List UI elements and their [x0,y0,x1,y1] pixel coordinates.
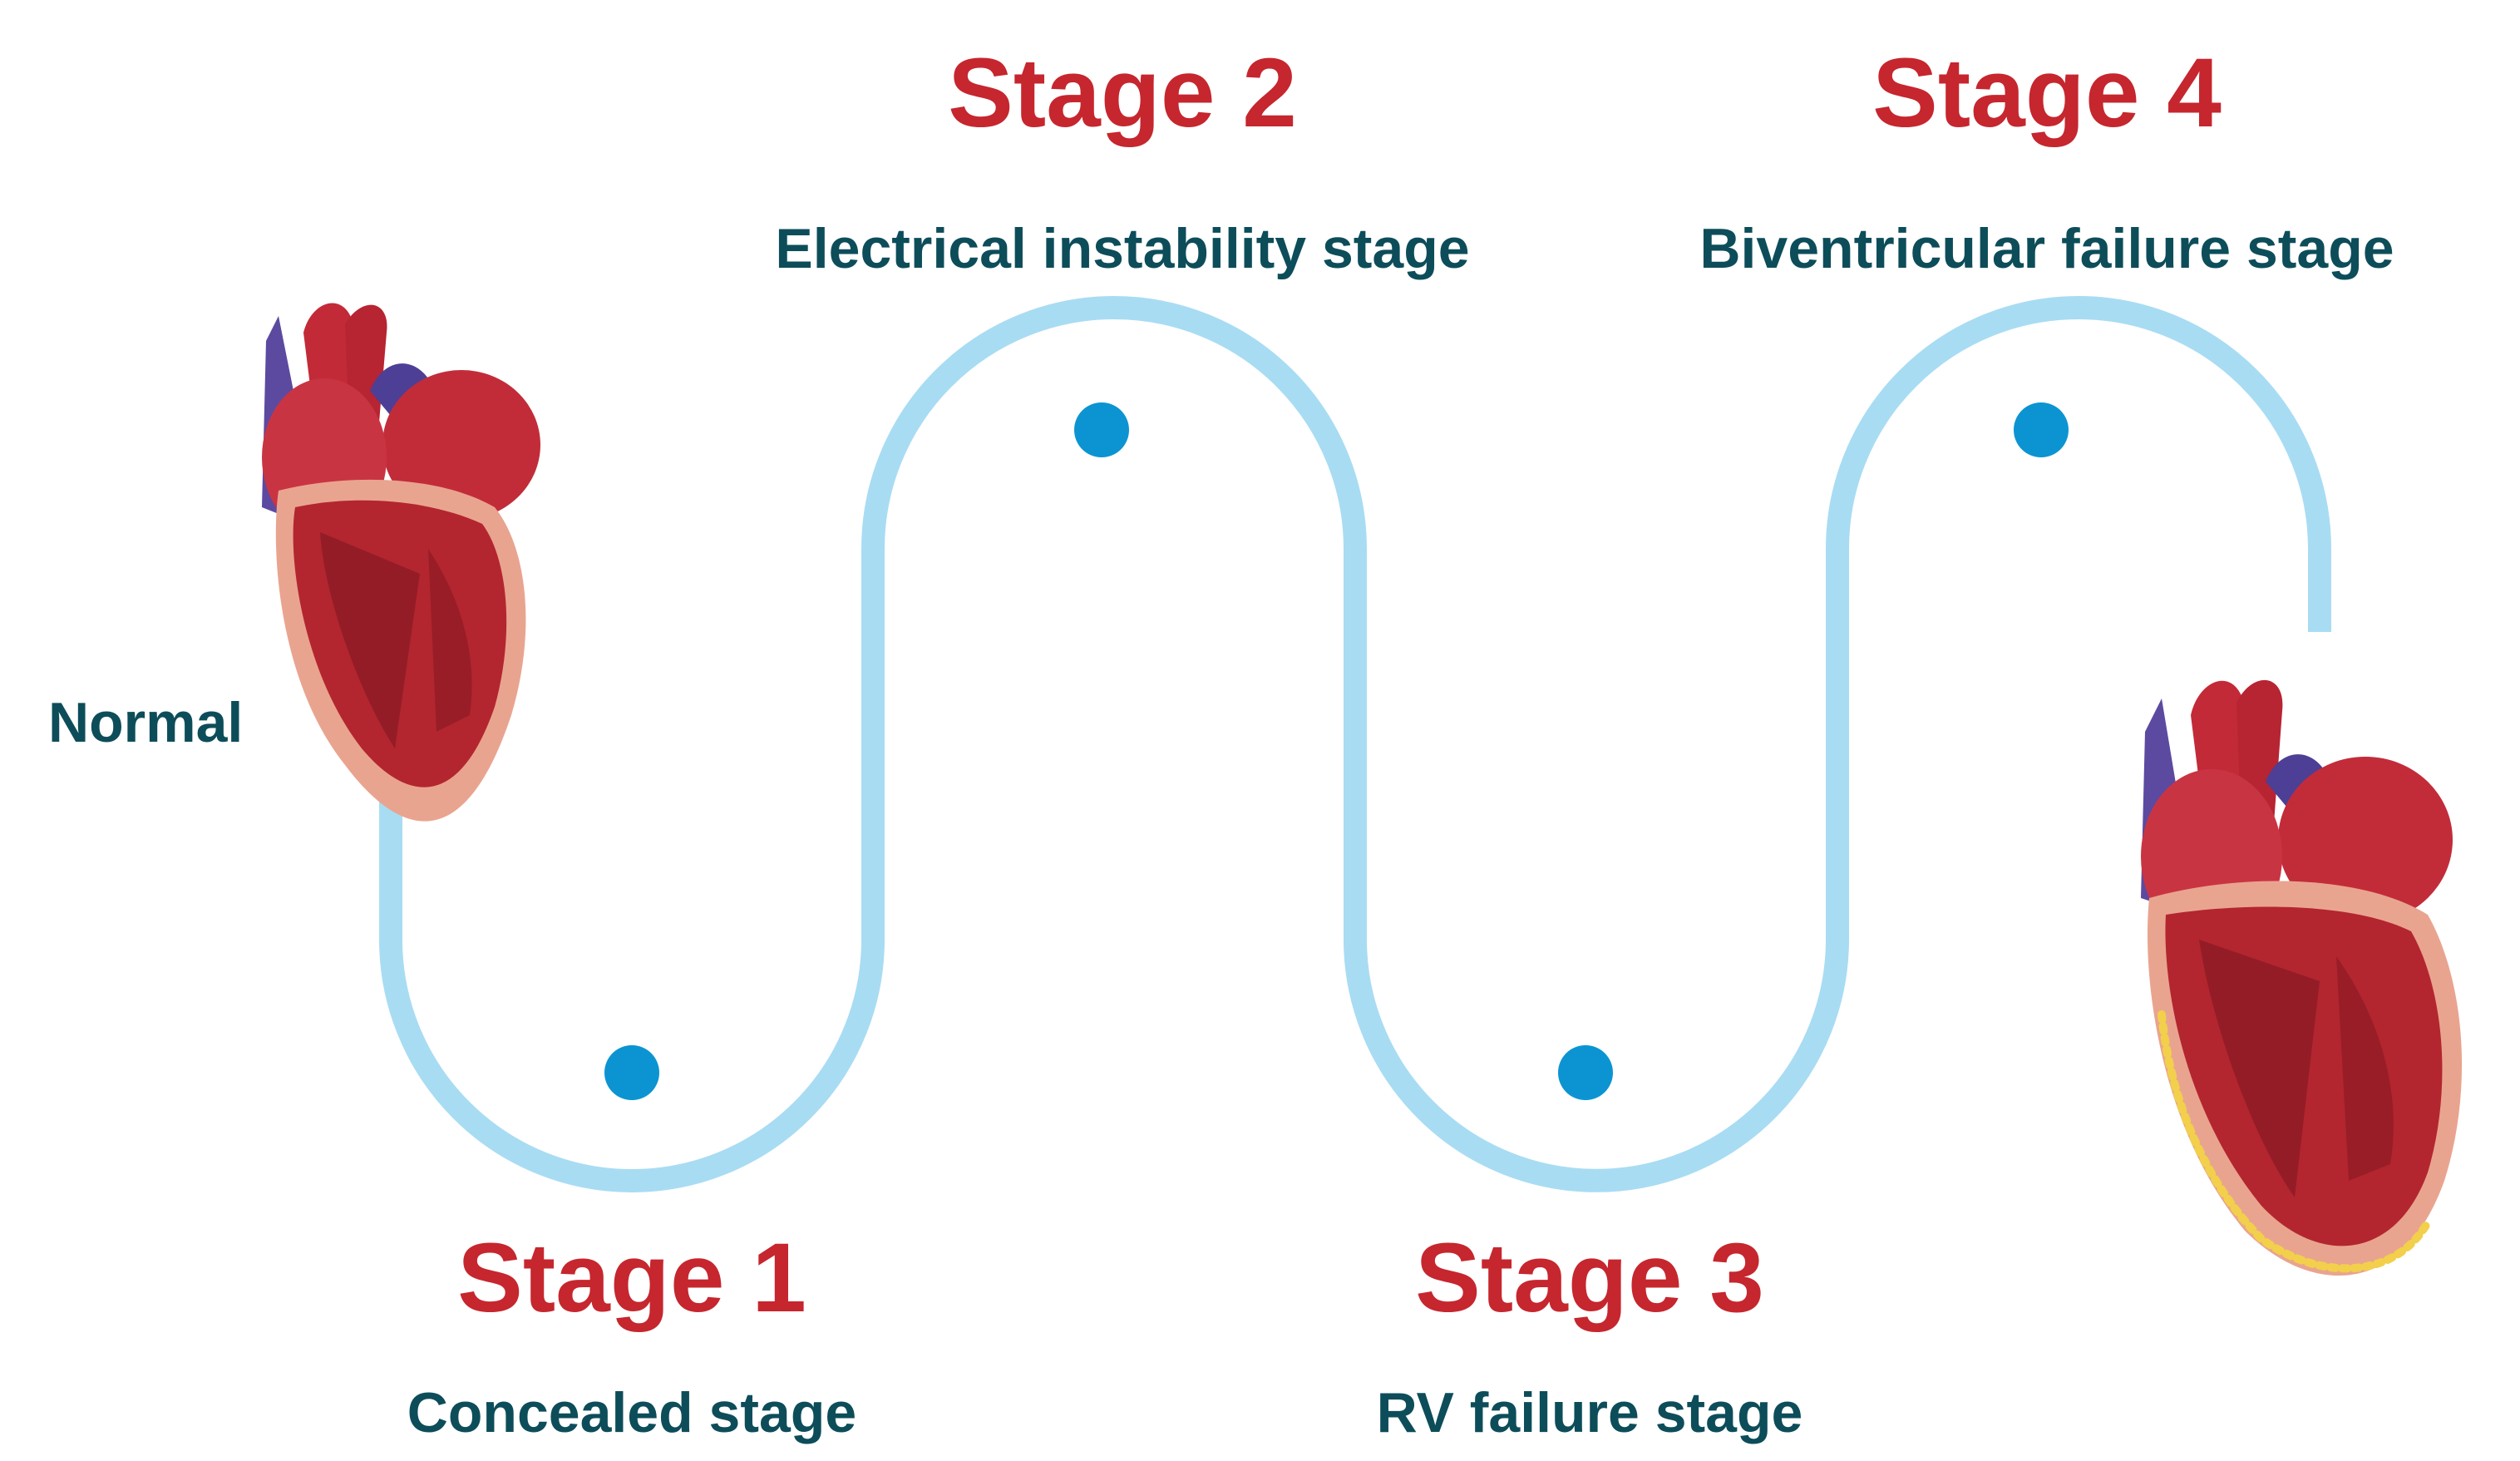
stage-4-subtitle: Biventricular failure stage [1699,217,2394,280]
stage-1-subtitle: Concealed stage [407,1381,856,1444]
stage-3-subtitle: RV failure stage [1377,1381,1803,1444]
stage-4-title: Stage 4 [1872,38,2222,148]
stage-1-title: Stage 1 [457,1223,806,1333]
stage-3-title: Stage 3 [1415,1223,1764,1333]
stage-2-dot [1074,402,1129,457]
diseased-heart-icon [2141,679,2463,1276]
stage-2-subtitle: Electrical instability stage [775,217,1469,280]
normal-heart-icon [262,303,540,822]
progression-path [379,296,2331,1192]
stage-3-dot [1558,1045,1613,1100]
normal-label: Normal [48,691,243,754]
stage-1-dot [604,1045,659,1100]
stage-4-dot [2014,402,2069,457]
stage-2-title: Stage 2 [948,38,1297,148]
